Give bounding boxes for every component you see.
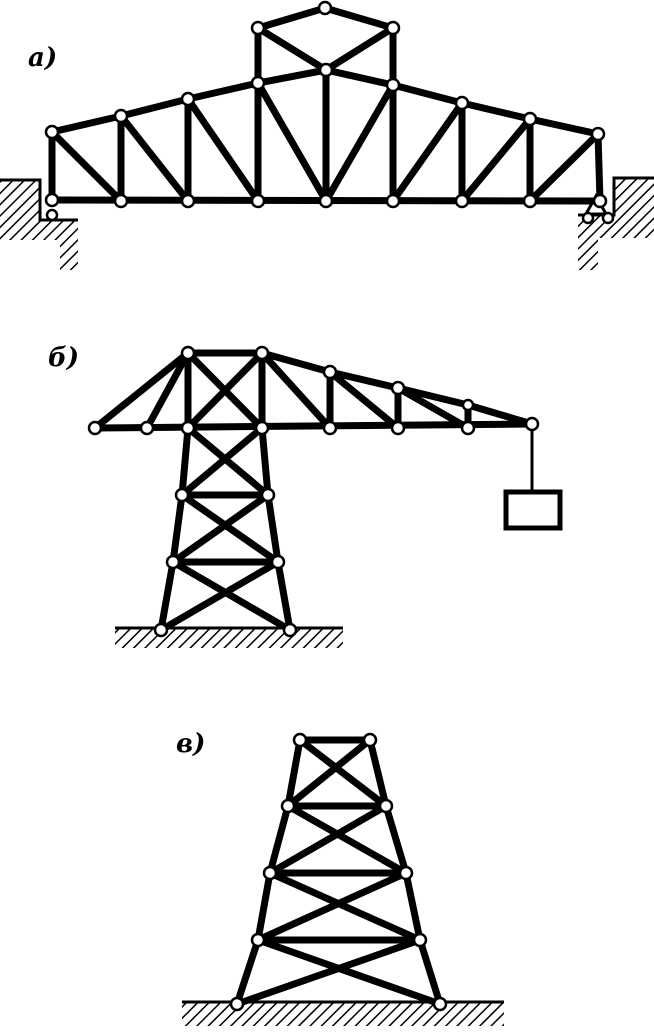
tower-figure: в) [176,729,504,1026]
crane-members [91,349,536,634]
label-v: в) [176,729,205,759]
label-a: а) [28,43,57,73]
crane-load-box [503,489,563,531]
crane-figure: б) [48,343,563,648]
roof-truss-members [48,4,604,205]
roof-truss-joints [44,0,615,225]
crane-ground [115,626,343,648]
crane-joints [87,345,540,638]
left-support [0,178,78,270]
tower-joints [229,732,448,1012]
label-b: б) [48,343,79,373]
roof-truss-figure: а) [0,0,654,270]
